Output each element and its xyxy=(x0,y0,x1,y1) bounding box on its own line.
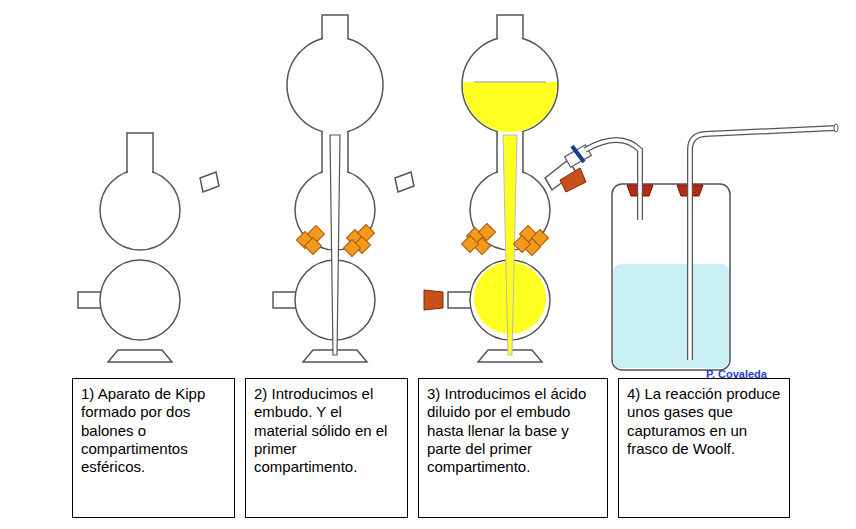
caption-box: 4) La reacción produce unos gases que ca… xyxy=(618,378,790,518)
caption-text: 4) La reacción produce unos gases que ca… xyxy=(627,385,781,458)
caption-box: 3) Introducimos el ácido diluido por el … xyxy=(418,378,608,518)
caption-box: 1) Aparato de Kipp formado por dos balon… xyxy=(72,378,235,518)
caption-box: 2) Introducimos el embudo. Y el material… xyxy=(245,378,408,518)
caption-text: 3) Introducimos el ácido diluido por el … xyxy=(427,385,599,476)
caption-text: 1) Aparato de Kipp formado por dos balon… xyxy=(81,385,226,476)
author-watermark: P. Covaleda xyxy=(706,368,767,380)
caption-text: 2) Introducimos el embudo. Y el material… xyxy=(254,385,399,476)
